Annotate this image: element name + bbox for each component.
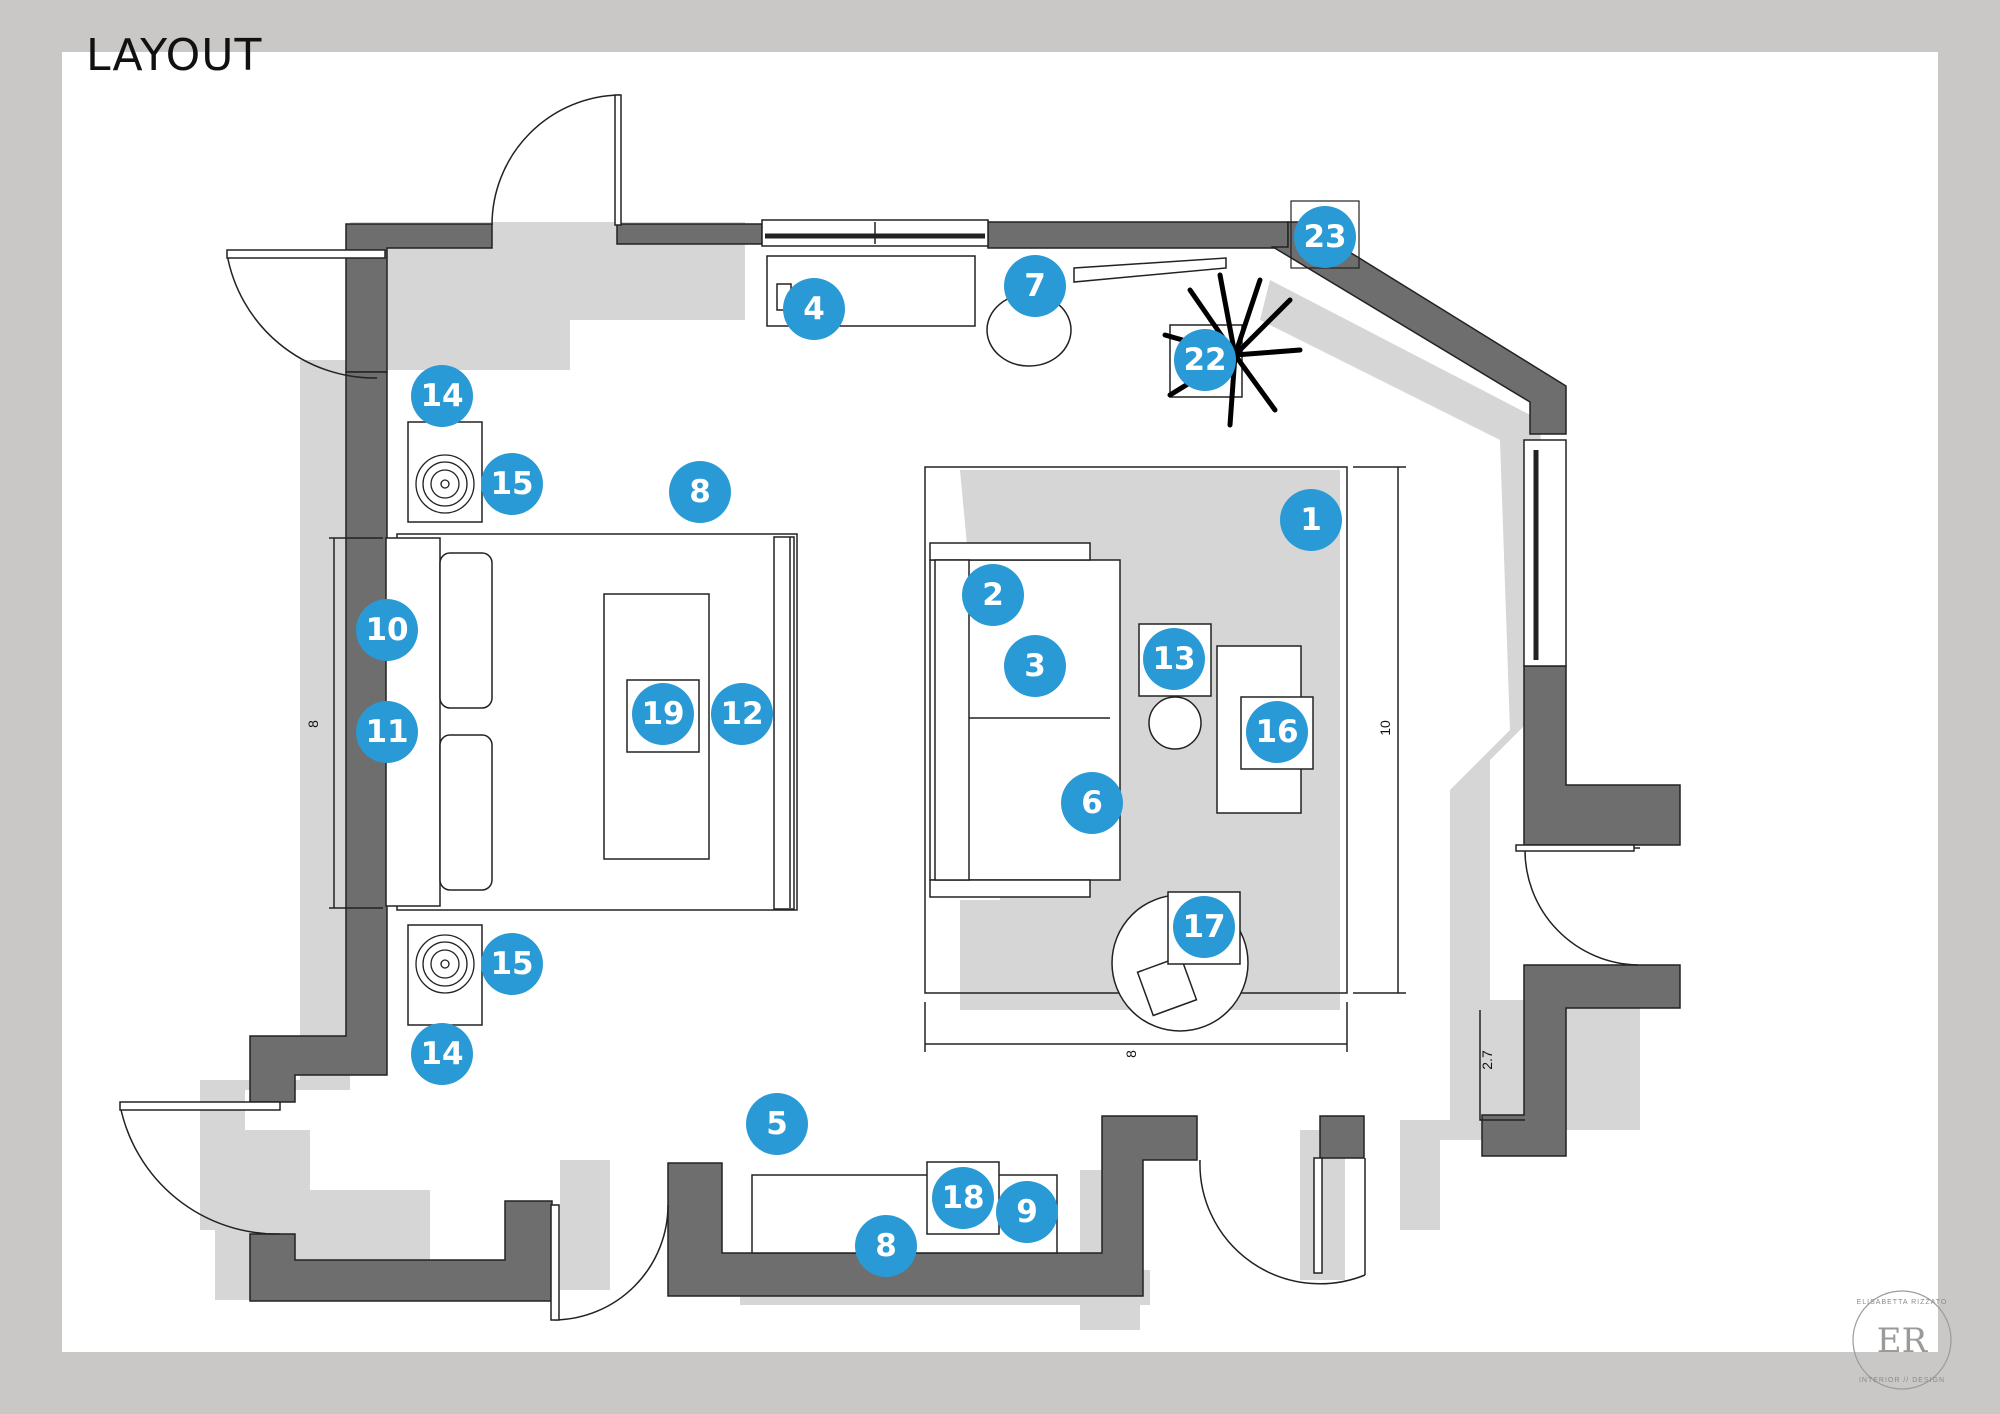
table-lamps — [415, 454, 475, 994]
svg-text:9: 9 — [1016, 1194, 1038, 1230]
svg-text:18: 18 — [941, 1180, 984, 1216]
wall-bottom-left — [249, 1200, 553, 1302]
dim-bed-width: 8 — [305, 720, 321, 728]
svg-text:16: 16 — [1255, 714, 1298, 750]
marker-16: 16 — [1246, 701, 1308, 763]
marker-15-top: 15 — [481, 453, 543, 515]
wall-right-lower — [1481, 964, 1681, 1157]
dim-door-width: 2.7 — [1479, 1050, 1495, 1070]
wall-bottom-middle — [667, 1115, 1198, 1297]
marker-12: 12 — [711, 683, 773, 745]
wall-right-upper — [1523, 665, 1681, 846]
marker-14-bottom: 14 — [411, 1023, 473, 1085]
number-markers: 1 2 3 4 5 6 7 8 8 9 10 11 12 13 14 14 15… — [356, 206, 1356, 1277]
svg-text:23: 23 — [1303, 219, 1346, 255]
door-top — [491, 94, 621, 226]
svg-text:4: 4 — [803, 291, 825, 327]
svg-text:22: 22 — [1183, 342, 1226, 378]
furniture — [329, 255, 1406, 1254]
marker-2: 2 — [962, 564, 1024, 626]
logo-initials: ER — [1877, 1321, 1929, 1361]
doors-windows — [119, 94, 1640, 1321]
svg-text:7: 7 — [1024, 268, 1046, 304]
marker-3: 3 — [1004, 635, 1066, 697]
marker-6: 6 — [1061, 772, 1123, 834]
marker-14-top: 14 — [411, 365, 473, 427]
marker-19: 19 — [632, 683, 694, 745]
marker-1: 1 — [1280, 489, 1342, 551]
svg-text:14: 14 — [420, 378, 463, 414]
svg-text:1: 1 — [1300, 502, 1322, 538]
marker-18: 18 — [932, 1167, 994, 1229]
ottoman — [1148, 696, 1202, 750]
logo-brand-top: ELISABETTA RIZZATO — [1857, 1299, 1948, 1306]
wall-top-middle — [616, 223, 763, 245]
svg-text:8: 8 — [875, 1228, 897, 1264]
marker-8-bed: 8 — [669, 461, 731, 523]
marker-15-bottom: 15 — [481, 933, 543, 995]
marker-13: 13 — [1143, 628, 1205, 690]
dimension-labels: 10 8 8 2.7 — [305, 720, 1495, 1070]
marker-4: 4 — [783, 278, 845, 340]
svg-text:15: 15 — [490, 946, 533, 982]
pillow-top — [439, 552, 493, 709]
pillow-bottom — [439, 734, 493, 891]
marker-8-sideboard: 8 — [855, 1215, 917, 1277]
marker-9: 9 — [996, 1181, 1058, 1243]
marker-10: 10 — [356, 599, 418, 661]
dim-rug-width: 8 — [1123, 1050, 1139, 1058]
svg-text:6: 6 — [1081, 785, 1103, 821]
svg-text:14: 14 — [420, 1036, 463, 1072]
door-right — [1524, 847, 1640, 966]
brand-logo: ER ELISABETTA RIZZATO INTERIOR // DESIGN — [1852, 1290, 1952, 1390]
door-bottom-b — [1199, 1158, 1366, 1285]
wall-diagonal — [1270, 221, 1567, 435]
svg-text:8: 8 — [689, 474, 711, 510]
svg-text:19: 19 — [641, 696, 684, 732]
wall-top-right — [987, 221, 1289, 249]
svg-text:13: 13 — [1152, 641, 1195, 677]
svg-text:15: 15 — [490, 466, 533, 502]
marker-23: 23 — [1294, 206, 1356, 268]
marker-11: 11 — [356, 701, 418, 763]
lamp-bottom-icon — [415, 934, 475, 994]
svg-text:17: 17 — [1182, 909, 1225, 945]
walls — [249, 200, 1681, 1302]
svg-text:11: 11 — [365, 714, 408, 750]
marker-5: 5 — [746, 1093, 808, 1155]
door-right-lower — [1479, 1010, 1525, 1121]
svg-text:3: 3 — [1024, 648, 1046, 684]
marker-22: 22 — [1174, 329, 1236, 391]
dim-rug-height: 10 — [1377, 720, 1393, 736]
svg-text:12: 12 — [720, 696, 763, 732]
lamp-top-icon — [415, 454, 475, 514]
marker-7: 7 — [1004, 255, 1066, 317]
marker-17: 17 — [1173, 896, 1235, 958]
page-title: LAYOUT — [86, 30, 263, 81]
wall-bottom-right — [1319, 1115, 1365, 1159]
wall-art — [1073, 257, 1227, 283]
logo-brand-bottom: INTERIOR // DESIGN — [1859, 1377, 1945, 1384]
window-right — [1523, 439, 1567, 667]
svg-text:10: 10 — [365, 612, 408, 648]
svg-text:5: 5 — [766, 1106, 788, 1142]
svg-text:2: 2 — [982, 577, 1004, 613]
